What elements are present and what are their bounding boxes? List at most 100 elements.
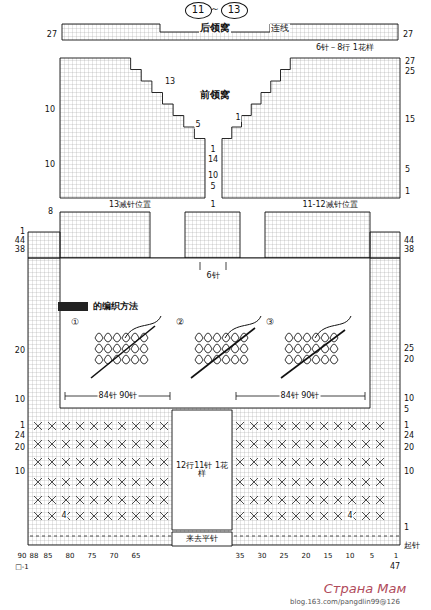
- row-count: 24: [14, 432, 26, 440]
- purl-mark: [60, 536, 63, 537]
- cable-mark: [160, 440, 168, 448]
- row-count: 12行11针 1花样: [173, 462, 231, 478]
- purl-mark: [342, 536, 345, 537]
- cable-mark: [118, 458, 126, 466]
- cable-mark: [348, 496, 356, 504]
- cable-mark: [118, 478, 126, 486]
- stitch-loop: [303, 344, 311, 353]
- cable-mark: [118, 422, 126, 430]
- yarn: [225, 316, 261, 338]
- stitch-loop: [131, 355, 139, 364]
- cable-mark: [362, 422, 370, 430]
- row-count: 4: [346, 512, 353, 520]
- cable-mark: [62, 422, 70, 430]
- stitch-loop: [113, 333, 121, 342]
- body-grid: [28, 258, 400, 545]
- purl-mark: [336, 536, 339, 537]
- purl-mark: [42, 536, 45, 537]
- cable-mark: [132, 478, 140, 486]
- purl-mark: [66, 536, 69, 537]
- row-count: 10: [207, 172, 219, 180]
- cable-mark: [306, 422, 314, 430]
- needle: [191, 328, 255, 378]
- row-count: 88: [29, 553, 40, 560]
- stitch-loop: [213, 333, 221, 342]
- purl-mark: [372, 536, 375, 537]
- cable-mark: [236, 512, 244, 520]
- cable-mark: [90, 496, 98, 504]
- watermark: Страна Мам: [323, 582, 407, 595]
- stitch-loop: [321, 333, 329, 342]
- cable-mark: [146, 478, 154, 486]
- cable-mark: [376, 512, 384, 520]
- yarn: [125, 316, 161, 338]
- purl-mark: [276, 536, 279, 537]
- neck-center-grid: [185, 212, 240, 258]
- cable-mark: [146, 496, 154, 504]
- row-count: 1: [404, 188, 411, 196]
- cable-mark: [90, 478, 98, 486]
- stitch-illustration: [91, 316, 351, 378]
- front-neck-right-grid: [222, 58, 400, 198]
- cable-mark: [264, 422, 272, 430]
- row-count: 85: [43, 553, 54, 560]
- part-number: 11: [192, 5, 205, 15]
- stitch-loop: [330, 344, 338, 353]
- row-count: 1: [403, 524, 410, 532]
- purl-mark: [264, 536, 267, 537]
- garter-box: [172, 532, 232, 546]
- cable-mark: [320, 496, 328, 504]
- row-count: 10: [345, 553, 356, 560]
- stitch-loop: [122, 333, 130, 342]
- cable-mark: [146, 422, 154, 430]
- purl-mark: [168, 536, 171, 537]
- cable-mark: [48, 422, 56, 430]
- front-neck-left-grid: [60, 58, 205, 198]
- cable-mark: [292, 458, 300, 466]
- stitch-loop: [95, 333, 103, 342]
- cable-mark: [348, 422, 356, 430]
- row-count: 35: [235, 553, 246, 560]
- purl-mark: [348, 536, 351, 537]
- stitch-loop: [240, 344, 248, 353]
- stitch-loop: [330, 355, 338, 364]
- cable-mark: [48, 496, 56, 504]
- cable-mark: [62, 458, 70, 466]
- row-count: 84针 90针: [98, 392, 139, 400]
- cable-mark: [320, 478, 328, 486]
- purl-mark: [30, 536, 33, 537]
- stitch-loop: [104, 333, 112, 342]
- stitch-loop: [294, 333, 302, 342]
- cable-mark: [250, 440, 258, 448]
- chart-label: ②: [175, 318, 185, 327]
- cable-mark: [48, 478, 56, 486]
- cable-mark: [160, 478, 168, 486]
- purl-mark: [108, 536, 111, 537]
- row-count: 24: [403, 432, 415, 440]
- cable-mark: [160, 458, 168, 466]
- stitch-loop: [95, 344, 103, 353]
- purl-mark: [246, 536, 249, 537]
- cable-mark: [320, 458, 328, 466]
- stitch-loop: [95, 355, 103, 364]
- purl-mark: [132, 536, 135, 537]
- cable-mark: [250, 496, 258, 504]
- row-count: 10: [14, 468, 26, 476]
- chart-label: 前领窝: [199, 90, 231, 100]
- cable-mark: [292, 422, 300, 430]
- row-count: 27: [404, 58, 416, 66]
- cable-mark: [76, 422, 84, 430]
- row-count: 30: [257, 553, 268, 560]
- cable-mark: [76, 458, 84, 466]
- purl-mark: [240, 536, 243, 537]
- cable-mark: [278, 478, 286, 486]
- cable-mark: [48, 440, 56, 448]
- cable-mark: [348, 440, 356, 448]
- cable-mark: [236, 422, 244, 430]
- dimension-line: [65, 392, 170, 400]
- cable-mark: [362, 496, 370, 504]
- part-number-oval: 11: [185, 2, 212, 19]
- cable-mark: [376, 478, 384, 486]
- row-count: 84针 90针: [280, 392, 321, 400]
- row-count: 5: [194, 121, 201, 129]
